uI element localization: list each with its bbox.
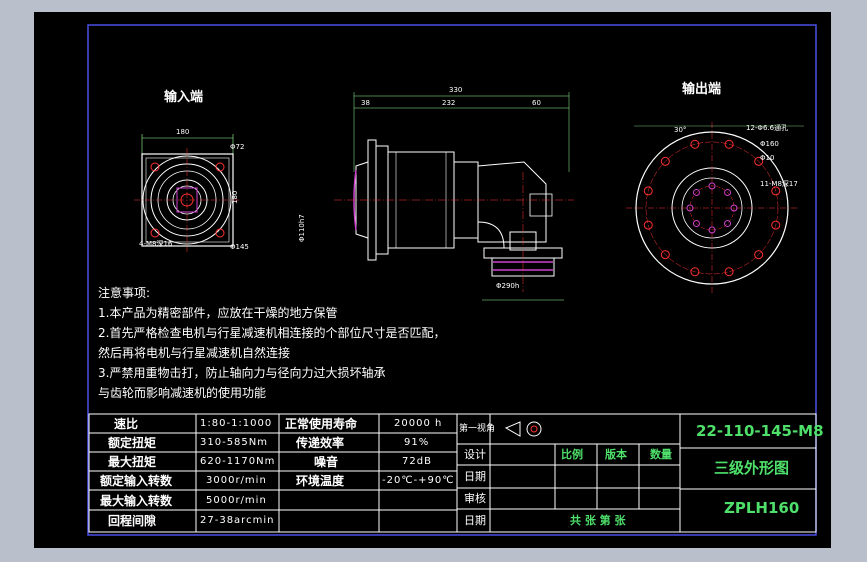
bolt-hole: [771, 220, 781, 230]
dim-input-bolt: 4-M8深16: [139, 239, 173, 248]
spec-label-rated-torque: 额定扭矩: [108, 436, 157, 450]
note-line-3: 然后再将电机与行星减速机自然连接: [98, 346, 291, 360]
projection-symbol-icon: [504, 421, 542, 437]
dim-left-seg: 38: [361, 99, 370, 107]
spec-label-max-torque: 最大扭矩: [108, 455, 157, 469]
title-block-grid: [456, 413, 817, 533]
bolt-hole: [754, 250, 764, 260]
bolt-hole: [724, 139, 734, 149]
bolt-hole: [724, 267, 734, 277]
tb-scale: 比例: [561, 448, 583, 461]
thread-hole: [708, 226, 716, 234]
spec-value-life: 20000 h: [394, 418, 443, 429]
dim-shaft: Φ290h: [496, 282, 519, 290]
tb-review: 审核: [464, 492, 486, 505]
dim-out-bolt-holes: 12-Φ6.6通孔: [746, 123, 788, 132]
cad-drawing: 180 Φ72 Φ145 4-M8深16 180 330 38 232 60: [87, 24, 817, 536]
thread-hole: [692, 220, 700, 228]
output-bolt-holes: [643, 139, 781, 277]
spec-value-ratio: 1:80-1:1000: [200, 418, 273, 429]
tb-date2: 日期: [464, 514, 486, 527]
dim-out-thread: 11-M8深17: [760, 179, 798, 188]
dim-overall-length: 330: [449, 86, 462, 94]
tb-model: ZPLH160: [724, 499, 800, 517]
thread-hole: [730, 204, 738, 212]
dim-out-dia1: Φ160: [760, 140, 779, 148]
note-line-2: 2.首先严格检查电机与行星减速机相连接的个部位尺寸是否匹配，: [98, 326, 446, 340]
bolt-hole: [643, 220, 653, 230]
dim-out-dia2: Φ10: [760, 154, 774, 162]
tb-drawing-name: 三级外形图: [714, 459, 790, 477]
spec-label-rated-speed: 额定输入转数: [100, 474, 173, 488]
spec-value-rated-torque: 310-585Nm: [200, 437, 269, 448]
dim-input-hole: Φ145: [230, 243, 249, 251]
bolt-hole: [660, 250, 670, 260]
dim-input-dia: Φ72: [230, 143, 244, 151]
input-end-view: 180 Φ72 Φ145 4-M8深16 180: [134, 128, 249, 252]
dim-input-width: 180: [176, 128, 189, 136]
spec-label-max-speed: 最大输入转数: [100, 494, 173, 508]
spec-value-noise: 72dB: [402, 456, 432, 467]
spec-value-temperature: -20℃-+90℃: [382, 475, 455, 486]
side-view: 330 38 232 60 Φ110h7 Φ290h: [298, 86, 574, 301]
thread-hole: [708, 182, 716, 190]
frame-border: [87, 24, 817, 536]
spec-label-efficiency: 传递效率: [296, 436, 345, 450]
tb-date1: 日期: [464, 470, 486, 483]
spec-value-max-torque: 620-1170Nm: [200, 456, 276, 467]
thread-hole: [686, 204, 694, 212]
spec-table-grid: [88, 413, 458, 533]
drawing-sheet: 180 Φ72 Φ145 4-M8深16 180 330 38 232 60: [34, 12, 831, 548]
thread-hole: [692, 188, 700, 196]
output-end-title: 输出端: [682, 82, 722, 97]
tb-qty: 数量: [650, 448, 672, 461]
tb-drawing-code: 22-110-145-M8: [696, 422, 824, 440]
note-line-1: 1.本产品为精密部件，应放在干燥的地方保管: [98, 306, 338, 320]
bolt-hole: [754, 156, 764, 166]
tb-sheets: 共 张 第 张: [570, 514, 626, 527]
spec-label-ratio: 速比: [114, 417, 139, 431]
bolt-hole: [771, 186, 781, 196]
spec-value-rated-speed: 3000r/min: [206, 475, 267, 486]
spec-value-efficiency: 91%: [404, 437, 430, 448]
spec-label-backlash: 回程间隙: [108, 514, 157, 528]
spec-label-temperature: 环境温度: [296, 474, 345, 488]
notes-heading: 注意事项:: [98, 286, 151, 300]
tb-version: 版本: [605, 448, 627, 461]
tb-projection: 第一视角: [459, 424, 496, 434]
output-thread-holes: [686, 182, 738, 234]
tb-design: 设计: [464, 448, 486, 461]
bolt-hole: [690, 267, 700, 277]
dim-input-height: 180: [231, 191, 239, 204]
spec-value-max-speed: 5000r/min: [206, 495, 267, 506]
note-line-4: 3.严禁用重物击打，防止轴向力与径向力过大损坏轴承: [98, 366, 386, 380]
bolt-hole: [690, 139, 700, 149]
bolt-hole: [643, 186, 653, 196]
spec-label-noise: 噪音: [314, 455, 339, 469]
output-end-view: 12-Φ6.6通孔 Φ160 Φ10 11-M8深17 30°: [626, 122, 804, 294]
dim-out-angle: 30°: [674, 126, 686, 134]
bolt-hole: [660, 156, 670, 166]
spec-label-life: 正常使用寿命: [285, 417, 358, 431]
note-line-5: 与齿轮而影响减速机的使用功能: [98, 386, 267, 400]
dim-right-seg: 60: [532, 99, 541, 107]
dim-mid-seg: 232: [442, 99, 455, 107]
input-end-title: 输入端: [164, 90, 204, 105]
thread-hole: [724, 220, 732, 228]
thread-hole: [724, 188, 732, 196]
spec-value-backlash: 27-38arcmin: [200, 515, 275, 526]
dim-base: Φ110h7: [298, 214, 306, 242]
